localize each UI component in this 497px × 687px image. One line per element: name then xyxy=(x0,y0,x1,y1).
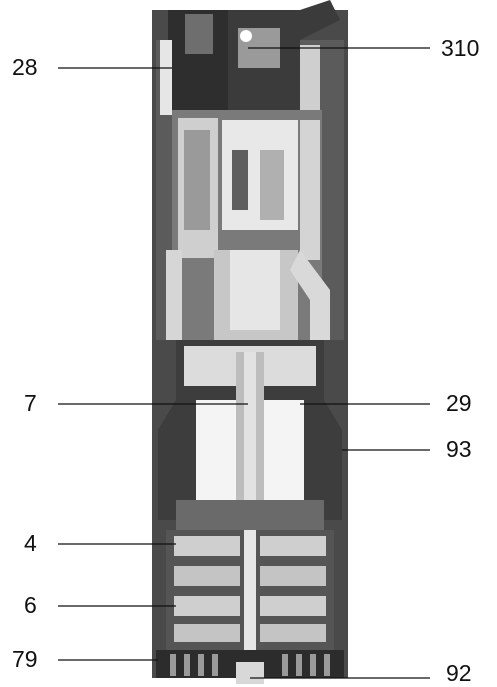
callout-79: 79 xyxy=(12,646,38,672)
callout-6: 6 xyxy=(24,592,37,618)
callout-4: 4 xyxy=(24,530,37,556)
discharge-head xyxy=(160,0,340,115)
inlet-screen xyxy=(156,650,344,684)
callout-92: 92 xyxy=(446,660,472,686)
callout-28: 28 xyxy=(12,54,38,80)
impeller-stages xyxy=(166,530,334,660)
callout-93: 93 xyxy=(446,436,472,462)
callout-310: 310 xyxy=(441,35,480,61)
callout-29: 29 xyxy=(446,390,472,416)
callout-7: 7 xyxy=(24,390,37,416)
upper-valve-assembly xyxy=(166,110,330,340)
leader-lines xyxy=(58,47,430,679)
